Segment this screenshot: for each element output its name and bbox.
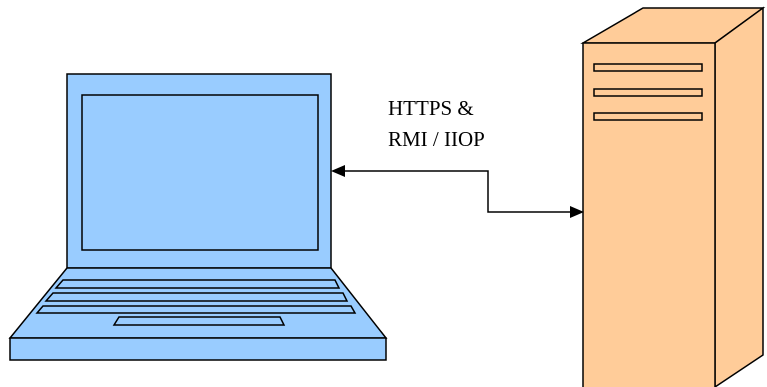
connection-line: [345, 170, 570, 213]
arrowhead-right-icon: [570, 206, 584, 218]
connection-label-line-1: HTTPS &: [388, 96, 474, 120]
connection-label-line-2: RMI / IIOP: [388, 127, 485, 151]
arrowhead-left-icon: [331, 165, 345, 177]
laptop-key-row-3: [35, 305, 357, 314]
server-icon: [580, 6, 766, 387]
laptop-base-front: [9, 337, 387, 361]
server-side: [714, 6, 764, 387]
laptop-icon: [8, 73, 388, 361]
laptop-key-row-2: [44, 292, 349, 302]
laptop-base: [8, 267, 388, 339]
connection-arrow: [331, 165, 584, 218]
server-drive-bay-2: [593, 88, 703, 97]
server-front: [582, 42, 716, 387]
laptop-screen: [81, 94, 319, 251]
server-drive-bay-3: [593, 112, 703, 121]
laptop-spacebar: [112, 316, 286, 326]
server-drive-bay-1: [593, 63, 703, 72]
laptop-key-row-1: [54, 279, 341, 289]
